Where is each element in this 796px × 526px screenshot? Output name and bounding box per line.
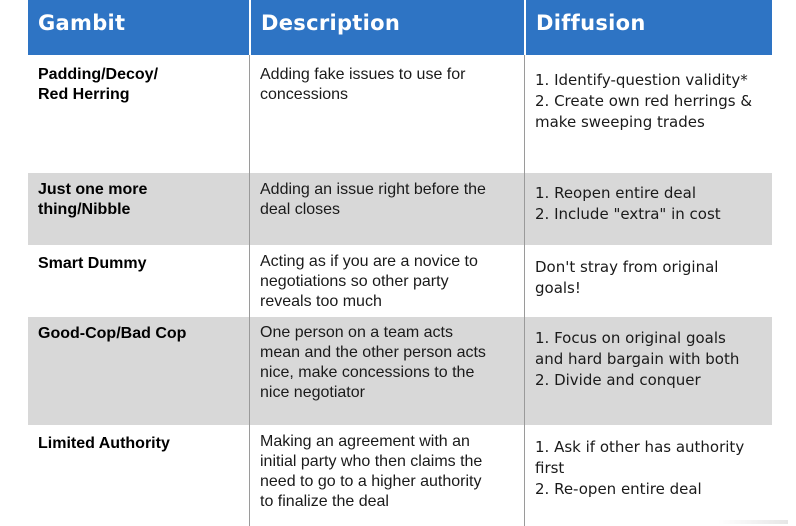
- table-row: Padding/Decoy/ Red Herring Adding fake i…: [28, 55, 772, 173]
- gambit-line: thing/Nibble: [38, 201, 131, 218]
- description-line: reveals too much: [260, 293, 382, 310]
- description-line: mean and the other person acts: [260, 344, 486, 361]
- gambit-line: Just one more: [38, 181, 148, 198]
- header-description: Description: [249, 0, 524, 55]
- diffusion-cell: 1. Focus on original goals and hard barg…: [524, 317, 772, 425]
- diffusion-cell: Don't stray from original goals!: [524, 245, 772, 317]
- diffusion-line: make sweeping trades: [535, 113, 705, 131]
- diffusion-line: 1. Identify-question validity*: [535, 71, 748, 89]
- table-row: Smart Dummy Acting as if you are a novic…: [28, 245, 772, 317]
- footer-decoration: [718, 520, 788, 524]
- diffusion-cell: 1. Ask if other has authority first 2. R…: [524, 425, 772, 526]
- diffusion-line: 1. Ask if other has authority: [535, 438, 745, 456]
- table-row: Just one more thing/Nibble Adding an iss…: [28, 173, 772, 245]
- diffusion-line: 2. Re-open entire deal: [535, 480, 702, 498]
- gambit-cell: Limited Authority: [28, 425, 249, 526]
- gambits-table: Gambit Description Diffusion Padding/Dec…: [28, 0, 772, 526]
- gambit-line: Padding/Decoy/: [38, 66, 159, 83]
- gambit-line: Smart Dummy: [38, 255, 147, 272]
- description-line: One person on a team acts: [260, 324, 453, 341]
- diffusion-line: goals!: [535, 279, 581, 297]
- description-cell: Acting as if you are a novice to negotia…: [249, 245, 524, 317]
- description-line: nice negotiator: [260, 384, 365, 401]
- header-diffusion: Diffusion: [524, 0, 772, 55]
- gambit-line: Red Herring: [38, 86, 130, 103]
- gambit-cell: Padding/Decoy/ Red Herring: [28, 55, 249, 173]
- diffusion-line: 2. Divide and conquer: [535, 371, 701, 389]
- description-cell: One person on a team acts mean and the o…: [249, 317, 524, 425]
- description-line: need to go to a higher authority: [260, 473, 482, 490]
- table-row: Good-Cop/Bad Cop One person on a team ac…: [28, 317, 772, 425]
- diffusion-line: 1. Reopen entire deal: [535, 184, 696, 202]
- diffusion-cell: 1. Reopen entire deal 2. Include "extra"…: [524, 173, 772, 245]
- diffusion-line: and hard bargain with both: [535, 350, 740, 368]
- description-cell: Adding an issue right before the deal cl…: [249, 173, 524, 245]
- gambit-cell: Good-Cop/Bad Cop: [28, 317, 249, 425]
- description-cell: Making an agreement with an initial part…: [249, 425, 524, 526]
- description-line: Acting as if you are a novice to: [260, 253, 478, 270]
- diffusion-line: 2. Create own red herrings &: [535, 92, 753, 110]
- description-line: to finalize the deal: [260, 493, 389, 510]
- diffusion-line: 2. Include "extra" in cost: [535, 205, 721, 223]
- description-line: initial party who then claims the: [260, 453, 483, 470]
- description-line: deal closes: [260, 201, 341, 218]
- diffusion-cell: 1. Identify-question validity* 2. Create…: [524, 55, 772, 173]
- gambit-line: Limited Authority: [38, 435, 170, 452]
- diffusion-line: Don't stray from original: [535, 258, 719, 276]
- description-line: Adding fake issues to use for: [260, 66, 466, 83]
- diffusion-line: first: [535, 459, 565, 477]
- description-line: Adding an issue right before the: [260, 181, 486, 198]
- diffusion-line: 1. Focus on original goals: [535, 329, 726, 347]
- gambit-cell: Smart Dummy: [28, 245, 249, 317]
- description-line: concessions: [260, 86, 349, 103]
- description-cell: Adding fake issues to use for concession…: [249, 55, 524, 173]
- description-line: negotiations so other party: [260, 273, 449, 290]
- gambit-line: Good-Cop/Bad Cop: [38, 325, 187, 342]
- description-line: nice, make concessions to the: [260, 364, 475, 381]
- table-header-row: Gambit Description Diffusion: [28, 0, 772, 55]
- description-line: Making an agreement with an: [260, 433, 470, 450]
- header-gambit: Gambit: [38, 11, 126, 35]
- table-row: Limited Authority Making an agreement wi…: [28, 425, 772, 526]
- gambit-cell: Just one more thing/Nibble: [28, 173, 249, 245]
